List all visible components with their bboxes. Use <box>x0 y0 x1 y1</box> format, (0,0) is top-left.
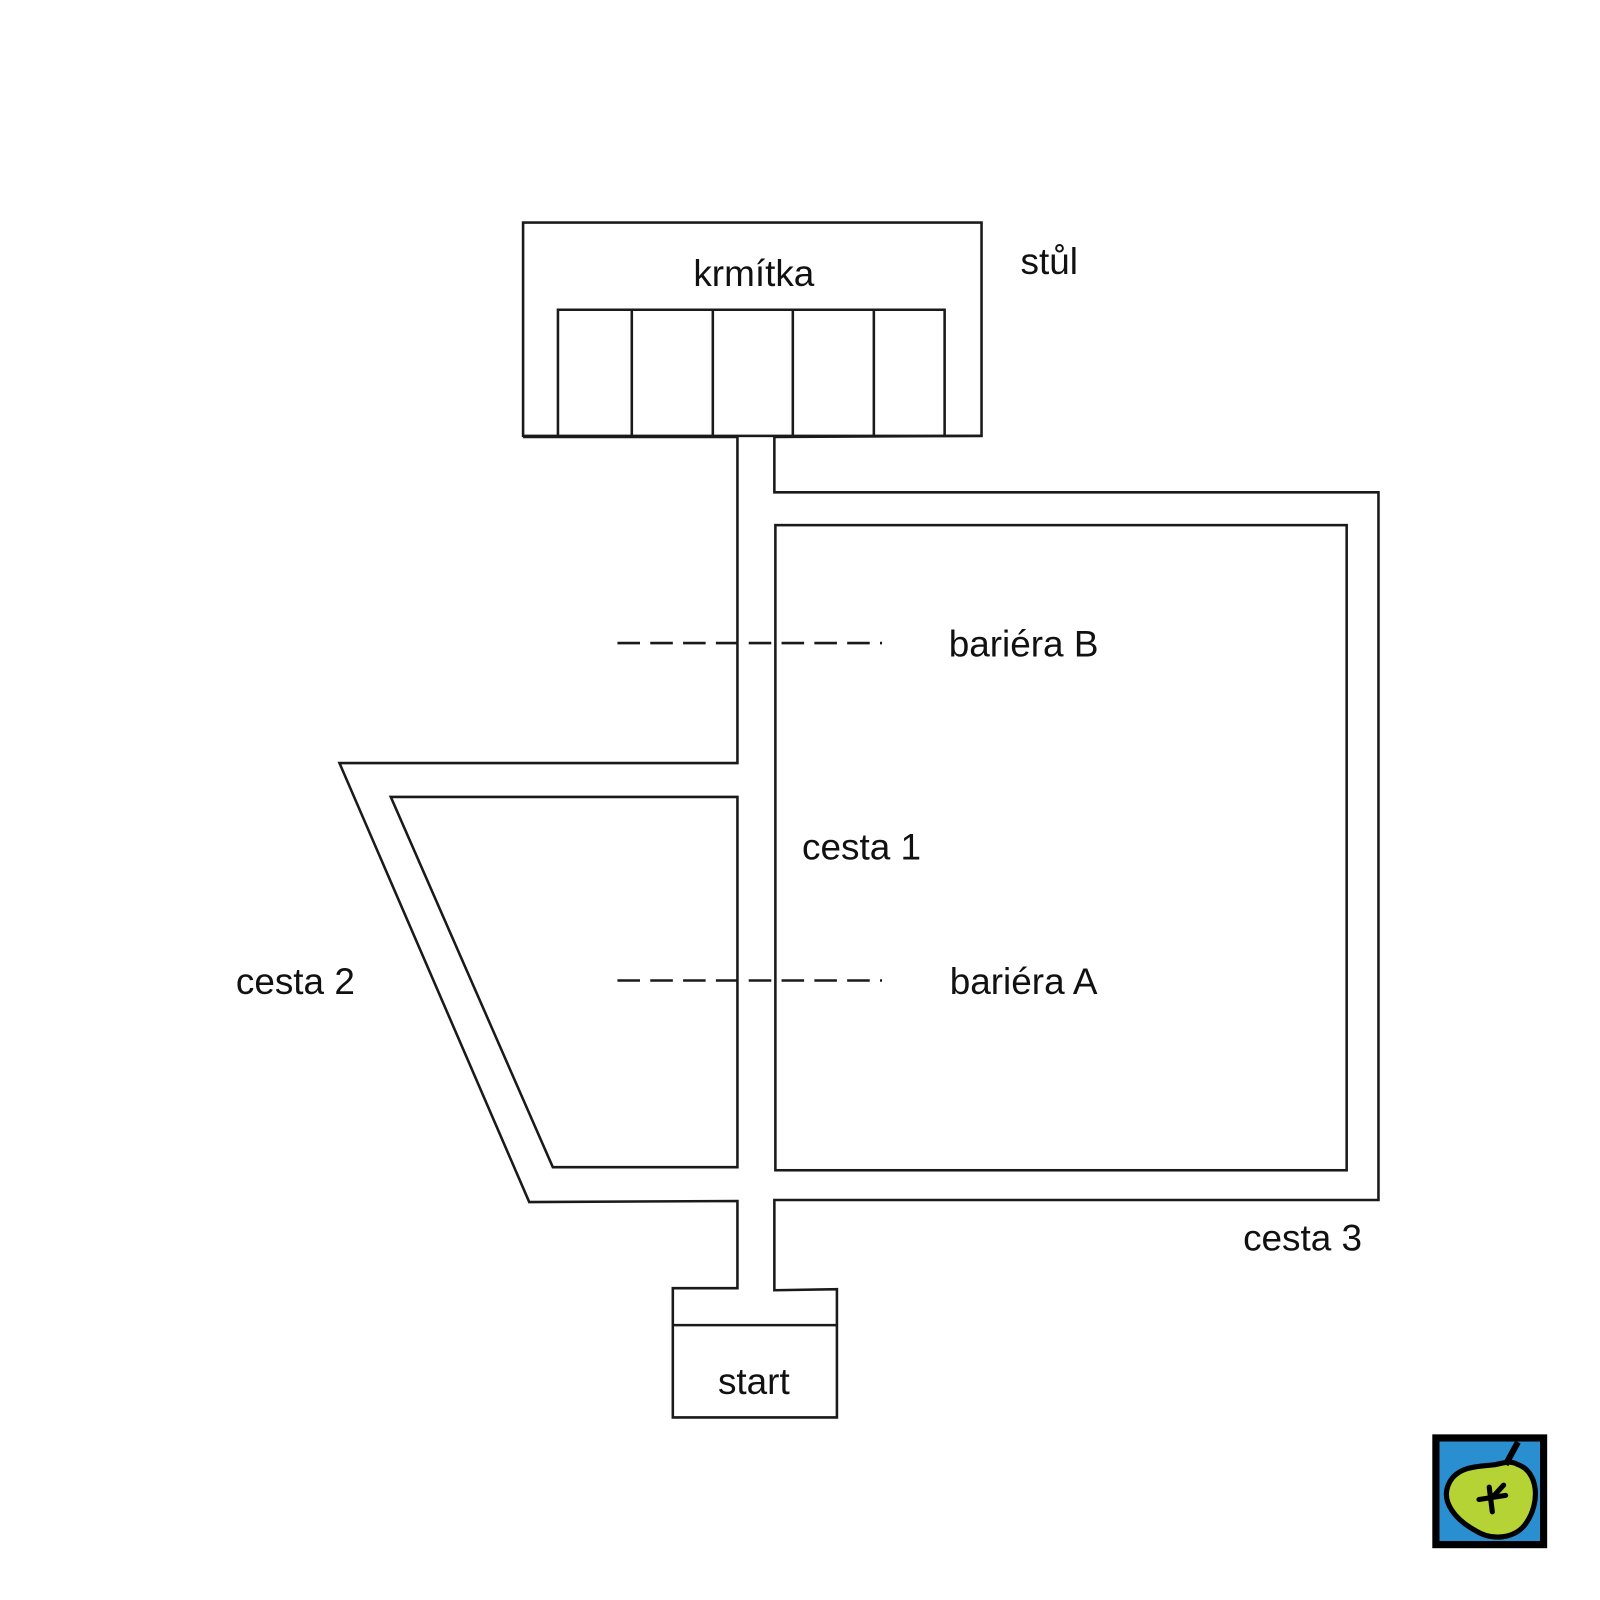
start-label: start <box>718 1361 790 1402</box>
feeder-box <box>556 308 946 437</box>
inner-trapezoid-wall <box>388 795 739 1169</box>
barrier-a-label: bariéra A <box>950 961 1098 1002</box>
barrier-b-label: bariéra B <box>949 623 1099 664</box>
feeders <box>556 308 946 437</box>
path-2-label: cesta 2 <box>236 961 355 1002</box>
table-outline <box>521 221 983 438</box>
feeders-label: krmítka <box>693 253 814 294</box>
apple-logo-icon <box>1432 1434 1548 1549</box>
table-label: stůl <box>1021 241 1078 282</box>
path-1-label: cesta 1 <box>802 826 921 867</box>
path-3-label: cesta 3 <box>1243 1217 1362 1258</box>
maze-left-wall <box>337 434 1380 1419</box>
inner-rect-wall <box>774 523 1348 1172</box>
